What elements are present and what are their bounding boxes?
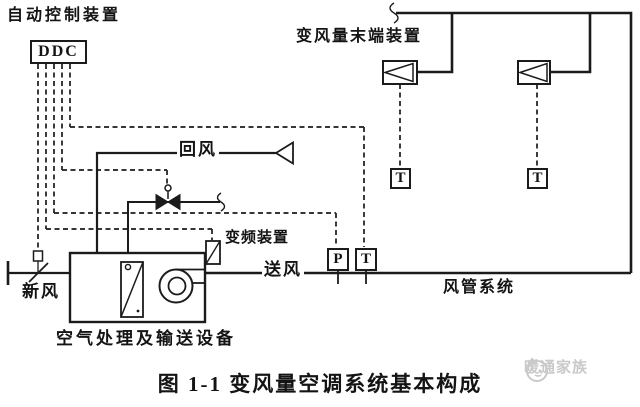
top-main-duct xyxy=(396,11,633,273)
label-supply-air: 送风 xyxy=(262,260,304,280)
duct-break-symbol-top xyxy=(389,2,399,24)
label-fresh-air: 新风 xyxy=(22,282,60,301)
terminal1-branch-duct xyxy=(417,13,454,74)
supply-temp-sensor-box: T xyxy=(355,248,377,271)
room-temp-sensor-2-label: T xyxy=(532,170,543,186)
wire-to-pressure-sensor xyxy=(53,64,337,247)
figure-caption: 图 1-1 变风量空调系统基本构成 xyxy=(157,372,483,396)
wire-to-valve xyxy=(61,64,168,184)
pipe-break-symbol xyxy=(216,192,226,212)
label-duct-system: 风管系统 xyxy=(443,279,516,296)
label-auto-control: 自动控制装置 xyxy=(7,7,122,24)
coil-drain-dot xyxy=(136,309,140,313)
vfd-device xyxy=(205,240,221,265)
pressure-sensor-box: P xyxy=(327,248,349,271)
wire-to-vfd xyxy=(45,64,213,240)
label-vfd: 变频装置 xyxy=(223,230,292,247)
wire-to-supply-temp-sensor xyxy=(69,64,365,247)
cooling-coil-icon xyxy=(120,261,144,318)
coil-pipe-port xyxy=(124,263,132,271)
watermark: 暖通家族 xyxy=(524,356,588,382)
vfd-diagonal xyxy=(205,240,221,265)
fan-hub xyxy=(167,276,187,296)
vav-terminal-2 xyxy=(517,13,592,85)
valve-actuator-icon xyxy=(164,184,172,192)
label-ahu: 空气处理及输送设备 xyxy=(56,329,236,348)
supply-temp-sensor-label: T xyxy=(360,251,371,267)
vav-terminal-1 xyxy=(382,13,454,85)
watermark-logo-icon xyxy=(526,357,548,382)
room-temp-sensor-1-label: T xyxy=(395,170,406,186)
water-pipe-valve xyxy=(127,184,226,266)
ddc-label: DDC xyxy=(38,43,79,60)
control-wiring-dashed xyxy=(37,64,538,250)
label-vav-terminal: 变风量末端装置 xyxy=(296,28,423,45)
damper-blade xyxy=(28,262,49,283)
room-temp-sensor-2-box: T xyxy=(527,168,548,189)
room-temp-sensor-1-box: T xyxy=(390,168,411,189)
terminal2-branch-duct xyxy=(550,13,592,74)
water-pipe xyxy=(127,201,220,266)
pressure-sensor-label: P xyxy=(333,251,343,267)
fresh-air-intake xyxy=(6,250,70,285)
damper-actuator-icon xyxy=(32,250,44,262)
valve-left-triangle xyxy=(155,193,169,211)
return-air-inlet-icon xyxy=(274,140,294,166)
terminal2-cone-icon xyxy=(517,62,548,83)
valve-right-triangle xyxy=(167,193,181,211)
terminal1-cone-icon xyxy=(382,62,414,83)
label-return-air: 回风 xyxy=(177,140,219,160)
ddc-controller-box: DDC xyxy=(30,40,87,64)
coil-diagonal xyxy=(120,261,144,318)
air-handling-unit xyxy=(68,251,207,324)
